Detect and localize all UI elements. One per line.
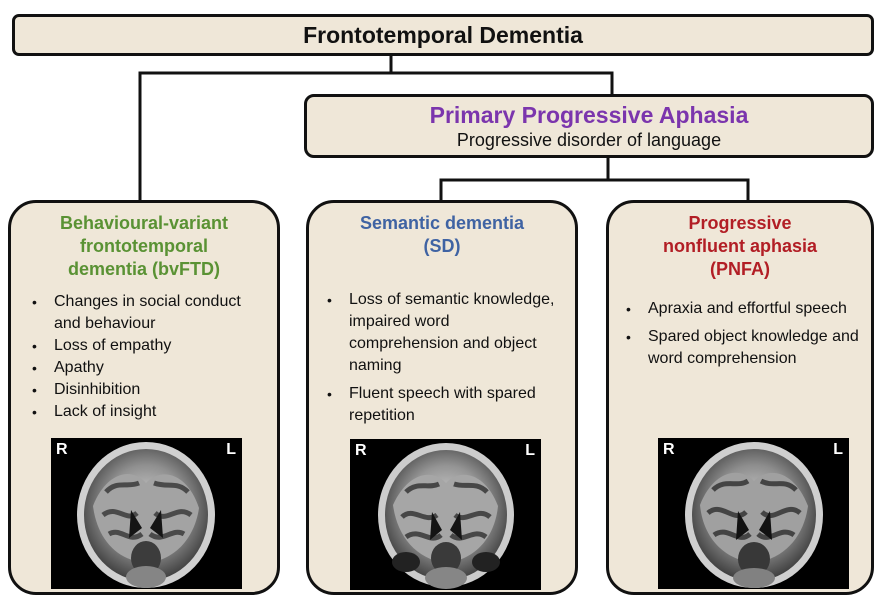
semantic-dementia-title-line: Semantic dementia bbox=[359, 213, 525, 233]
bvftd-bullet-item: Disinhibition bbox=[32, 379, 267, 401]
pnfa-title: Progressive nonfluent aphasia (PNFA) bbox=[617, 212, 863, 281]
primary-progressive-aphasia-title: Primary Progressive Aphasia bbox=[429, 102, 749, 128]
pnfa-bullet-item: Apraxia and effortful speech bbox=[626, 298, 862, 320]
primary-progressive-aphasia-box: Primary Progressive Aphasia Progressive … bbox=[304, 94, 874, 158]
pnfa-bullet-list: Apraxia and effortful speech Spared obje… bbox=[626, 298, 862, 376]
brain-scan-icon bbox=[658, 438, 849, 589]
brain-scan-icon bbox=[350, 439, 541, 590]
bvftd-card: Behavioural-variant frontotemporal demen… bbox=[8, 200, 280, 595]
mri-right-hemisphere-label: R bbox=[56, 441, 68, 458]
mri-left-hemisphere-label: L bbox=[525, 442, 535, 459]
semantic-dementia-bullet-item: Loss of semantic knowledge, impaired wor… bbox=[327, 289, 563, 377]
mri-right-hemisphere-label: R bbox=[355, 442, 367, 459]
mri-left-hemisphere-label: L bbox=[226, 441, 236, 458]
pnfa-title-line: Progressive bbox=[688, 213, 792, 233]
bvftd-title-line: Behavioural-variant bbox=[59, 213, 229, 233]
semantic-dementia-card: Semantic dementia (SD) Loss of semantic … bbox=[306, 200, 578, 595]
bvftd-brain-mri: R L bbox=[51, 438, 242, 589]
brain-scan-icon bbox=[51, 438, 242, 589]
bvftd-title-line: frontotemporal bbox=[80, 236, 208, 256]
bvftd-title: Behavioural-variant frontotemporal demen… bbox=[19, 212, 269, 281]
semantic-dementia-title: Semantic dementia (SD) bbox=[317, 212, 567, 258]
semantic-dementia-title-line: (SD) bbox=[423, 236, 461, 256]
frontotemporal-dementia-box: Frontotemporal Dementia bbox=[12, 14, 874, 56]
semantic-dementia-brain-mri: R L bbox=[350, 439, 541, 590]
bvftd-bullet-item: Lack of insight bbox=[32, 401, 267, 423]
bvftd-bullet-item: Loss of empathy bbox=[32, 335, 267, 357]
primary-progressive-aphasia-subtitle: Progressive disorder of language bbox=[456, 130, 722, 150]
pnfa-bullet-item: Spared object knowledge and word compreh… bbox=[626, 326, 862, 370]
pnfa-title-line: (PNFA) bbox=[710, 259, 770, 279]
bvftd-bullet-item: Changes in social conduct and behaviour bbox=[32, 291, 267, 335]
bvftd-title-line: dementia (bvFTD) bbox=[67, 259, 220, 279]
bvftd-bullet-list: Changes in social conduct and behaviour … bbox=[32, 291, 267, 423]
pnfa-brain-mri: R L bbox=[658, 438, 849, 589]
semantic-dementia-bullet-item: Fluent speech with spared repetition bbox=[327, 383, 563, 427]
mri-left-hemisphere-label: L bbox=[833, 441, 843, 458]
mri-right-hemisphere-label: R bbox=[663, 441, 675, 458]
pnfa-title-line: nonfluent aphasia bbox=[662, 236, 817, 256]
semantic-dementia-bullet-list: Loss of semantic knowledge, impaired wor… bbox=[327, 289, 563, 433]
pnfa-card: Progressive nonfluent aphasia (PNFA) Apr… bbox=[606, 200, 874, 595]
bvftd-bullet-item: Apathy bbox=[32, 357, 267, 379]
frontotemporal-dementia-title: Frontotemporal Dementia bbox=[303, 21, 583, 48]
